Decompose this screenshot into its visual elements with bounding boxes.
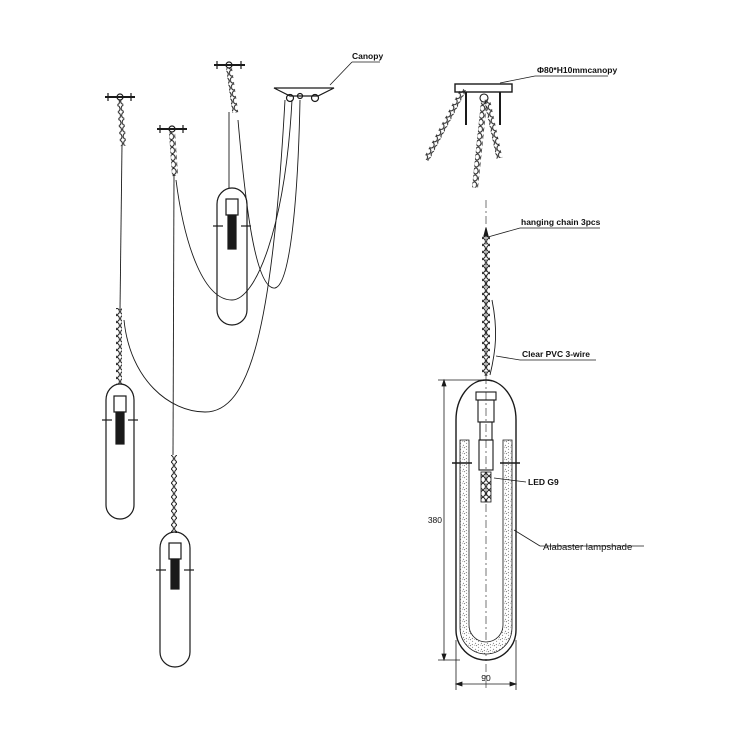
detail-hanging-chain (482, 236, 490, 376)
detail-canopy (454, 75, 608, 125)
lamp-small-3 (213, 187, 251, 326)
lampshade-label: Alabaster lampshade (543, 542, 632, 553)
wire-label: Clear PVC 3-wire (522, 349, 590, 359)
ceiling-anchor-2 (157, 125, 187, 133)
hanging-chain-label: hanging chain 3pcs (521, 217, 601, 227)
detail-socket (452, 391, 527, 503)
lamp-chain-2 (171, 455, 177, 533)
lamp-small-2 (156, 531, 194, 668)
chain-3 (226, 67, 239, 113)
detail-view (423, 75, 644, 690)
detail-lampshade (455, 379, 517, 661)
dimension-width (454, 640, 518, 690)
detail-chain-b (472, 101, 487, 188)
lamp-chain-1 (116, 308, 122, 384)
lamp-small-1 (102, 383, 138, 520)
height-dimension-label: 380 (428, 515, 442, 525)
detail-chain-a (423, 87, 467, 162)
detail-chain-c (484, 98, 503, 159)
chain-2 (169, 131, 179, 177)
ceiling-anchor-3 (214, 61, 245, 69)
width-dimension-label: 90 (481, 673, 491, 683)
canopy (273, 61, 380, 103)
assembly-view (102, 61, 380, 668)
ceiling-anchor-1 (105, 93, 135, 101)
bulb-label: LED G9 (528, 477, 559, 487)
chain-1 (117, 99, 127, 147)
canopy-label: Canopy (352, 51, 383, 61)
canopy-spec-label: Φ80*H10mmcanopy (537, 65, 617, 75)
